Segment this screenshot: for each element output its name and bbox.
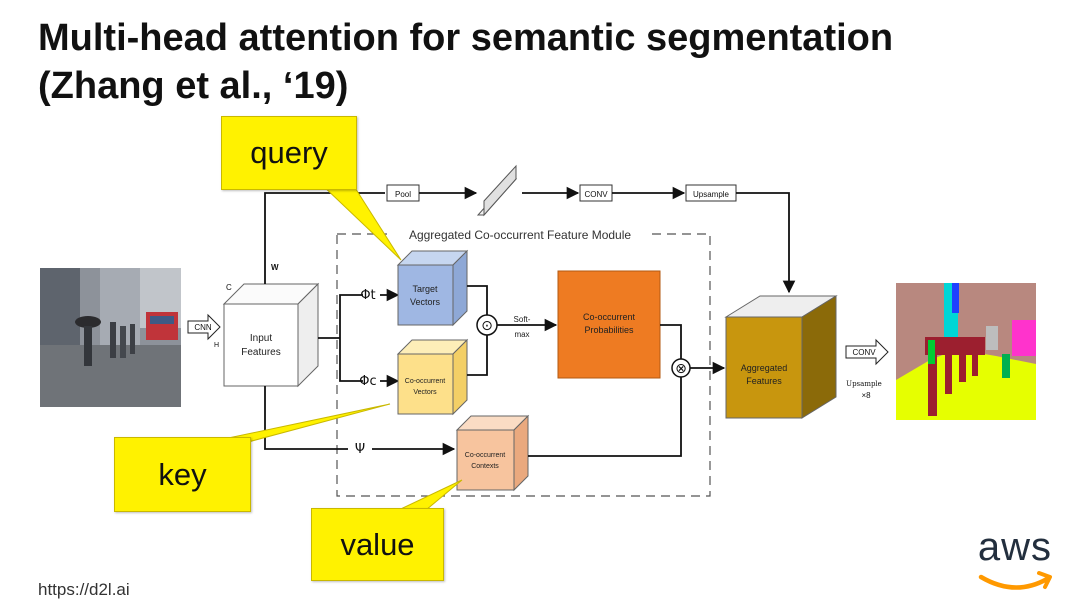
slide-title-line1: Multi-head attention for semantic segmen…: [38, 17, 894, 59]
cooccurrent-vectors-cube: Co-occurrent Vectors: [396, 338, 469, 416]
global-pool-path: Pool CONV Upsample: [264, 164, 796, 294]
agg-label-2: Features: [746, 376, 782, 386]
phi-c-label: Φc: [359, 374, 376, 389]
key-callout: key: [114, 437, 251, 512]
input-label-1: Input: [250, 333, 272, 344]
softmax-label-2: max: [514, 330, 529, 339]
phi-t-label: Φt: [360, 288, 375, 303]
target-label-2: Vectors: [410, 297, 441, 307]
input-features-cube: Input Features C W: [222, 263, 320, 388]
dot-merge: ⊙ Soft- max: [467, 285, 558, 376]
times-merge: ⊗: [528, 324, 726, 457]
query-callout-text: query: [250, 135, 328, 170]
aws-smile-icon: [978, 571, 1052, 590]
slide-title: Multi-head attention for semantic segmen…: [38, 14, 1058, 110]
input-label-2: Features: [241, 347, 280, 358]
prob-label-2: Probabilities: [584, 325, 634, 335]
psi-label: Ψ: [355, 442, 365, 457]
w-label: W: [271, 263, 279, 272]
target-label-1: Target: [412, 284, 438, 294]
pool-label: Pool: [395, 190, 411, 199]
h-label: H: [214, 342, 219, 349]
cooc-vec-label-2: Vectors: [413, 389, 437, 396]
query-callout: query: [221, 116, 357, 190]
upsample-label: Upsample: [693, 190, 730, 199]
segmentation-output: [896, 283, 1036, 420]
agg-label-1: Aggregated: [741, 363, 788, 373]
conv-label: CONV: [584, 190, 608, 199]
prob-label-1: Co-occurrent: [583, 312, 636, 322]
agg-front: [725, 316, 803, 419]
c-label: C: [226, 283, 232, 292]
slide-title-line2: (Zhang et al., ‘19): [38, 65, 349, 107]
times-op-symbol: ⊗: [675, 361, 687, 377]
branch-lines: Φt Φc Ψ: [264, 288, 456, 457]
upsample2-label: Upsample: [846, 380, 882, 388]
value-callout: value: [311, 508, 444, 581]
module-label: Aggregated Co-occurrent Feature Module: [409, 228, 631, 242]
target-front: [397, 264, 454, 326]
times8-label: ×8: [861, 391, 871, 400]
cooc-ctx-label-2: Contexts: [471, 463, 499, 470]
output-conv-arrow: CONV Upsample ×8: [845, 338, 889, 400]
aws-logo-text: aws: [977, 525, 1053, 569]
cooc-ctx-front: [456, 429, 515, 491]
aggregated-features-cube: Aggregated Features: [724, 295, 838, 419]
cnn-label: CNN: [194, 323, 212, 332]
cooc-vec-label-1: Co-occurrent: [405, 378, 446, 385]
cooc-vec-front: [397, 353, 454, 415]
conv2-label: CONV: [852, 348, 876, 357]
footer-url: https://d2l.ai: [38, 580, 130, 599]
cooccurrent-contexts-cube: Co-occurrent Contexts: [455, 414, 530, 492]
softmax-label-1: Soft-: [514, 315, 531, 324]
input-photo: [40, 268, 181, 407]
key-callout-text: key: [158, 457, 207, 492]
target-vectors-cube: Target Vectors: [396, 249, 469, 327]
aws-logo: aws: [975, 525, 1055, 597]
cooc-ctx-label-1: Co-occurrent: [465, 452, 506, 459]
cooccurrent-probabilities: Co-occurrent Probabilities: [557, 270, 661, 379]
cnn-arrow: CNN H: [187, 313, 221, 349]
value-callout-text: value: [340, 527, 415, 562]
dot-op-symbol: ⊙: [481, 318, 493, 334]
prob-box: [557, 270, 661, 379]
